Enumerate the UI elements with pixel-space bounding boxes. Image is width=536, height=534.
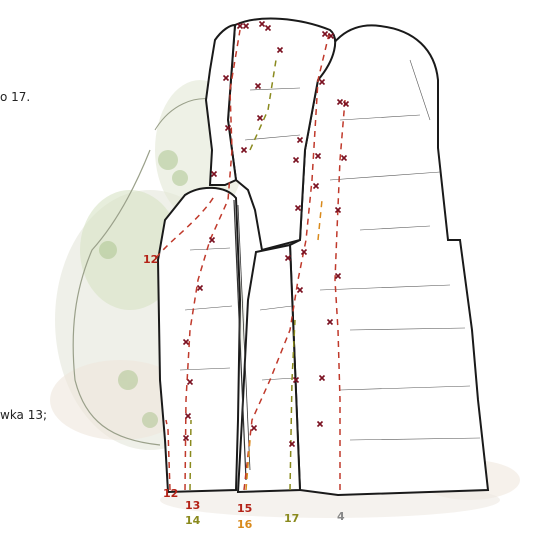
route-label-15: 15: [237, 502, 252, 515]
route-label-4: 4: [337, 510, 345, 523]
route-label-14: 14: [185, 514, 201, 527]
left-pillar: [158, 188, 240, 492]
route-label-17: 17: [284, 512, 299, 525]
route-label-12-bottom: 12: [163, 487, 178, 500]
rock-outline: [158, 19, 488, 495]
route-label-16: 16: [237, 518, 253, 531]
route-label-13: 13: [185, 499, 200, 512]
route-label-12-left: 12: [143, 253, 158, 266]
